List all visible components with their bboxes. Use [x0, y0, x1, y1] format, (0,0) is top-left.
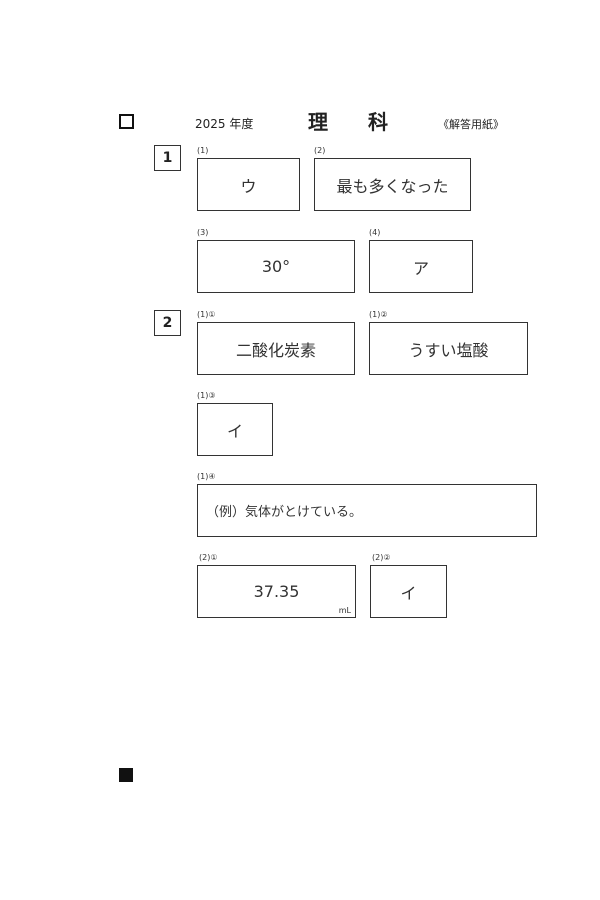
answer-label: (2): [314, 146, 326, 155]
subject-title-char-1: 理: [308, 110, 328, 134]
unit-label: mL: [338, 606, 351, 615]
answer-value: 37.35: [253, 582, 300, 601]
section-number-1: 1: [154, 145, 181, 171]
answer-label: (1)①: [197, 310, 216, 319]
answer-label: (2)①: [199, 553, 218, 562]
corner-marker-filled: [119, 768, 133, 782]
answer-box: うすい塩酸: [369, 322, 528, 375]
answer-label: (1)③: [197, 391, 216, 400]
answer-label: (3): [197, 228, 209, 237]
answer-box: ウ: [197, 158, 300, 211]
answer-label: (1): [197, 146, 209, 155]
answer-box: ア: [369, 240, 473, 293]
answer-box: 30°: [197, 240, 355, 293]
section-number-2: 2: [154, 310, 181, 336]
answer-box: 最も多くなった: [314, 158, 471, 211]
answer-label: (1)④: [197, 472, 216, 481]
exam-year: 2025 年度: [195, 117, 254, 131]
answer-label: (2)②: [372, 553, 391, 562]
answer-box: イ: [370, 565, 447, 618]
answer-box: イ: [197, 403, 273, 456]
answer-box-with-unit: 37.35 mL: [197, 565, 356, 618]
subject-title-char-2: 科: [368, 110, 388, 134]
answer-box-long: （例）気体がとけている。: [197, 484, 537, 537]
sheet-type: 《解答用紙》: [438, 118, 504, 131]
corner-marker-hollow: [119, 114, 134, 129]
answer-label: (1)②: [369, 310, 388, 319]
answer-label: (4): [369, 228, 381, 237]
answer-box: 二酸化炭素: [197, 322, 355, 375]
